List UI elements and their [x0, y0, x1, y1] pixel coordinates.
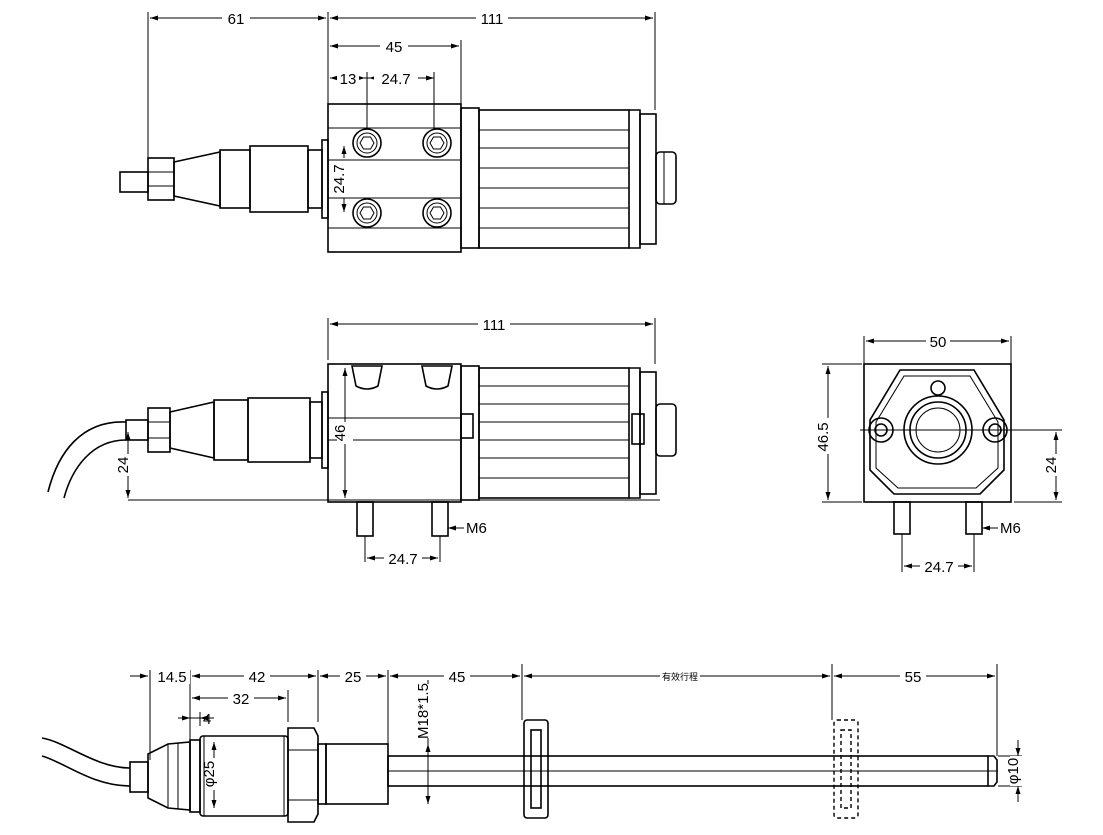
- dim-end-width: 50: [930, 334, 947, 351]
- dim-side-height: 46: [332, 425, 349, 442]
- dim-end-height: 46.5: [815, 422, 832, 451]
- dim-probe-thread: M18*1.5: [415, 683, 432, 739]
- dim-side-overall: 111: [483, 317, 506, 334]
- probe-stroke-label: 有效行程: [662, 671, 698, 682]
- dim-side-axis: 24: [115, 457, 132, 474]
- dim-probe-rod-dia: φ10: [1005, 758, 1022, 784]
- dim-probe-2: 42: [249, 669, 266, 686]
- dim-probe-3: 32: [233, 691, 250, 708]
- dim-top-cable: 61: [228, 11, 245, 28]
- probe-view: 14.5 42 32 4 25 45 有效行程 55 M18*1.5: [41, 664, 1026, 823]
- dim-probe-1: 14.5: [157, 669, 186, 686]
- dim-top-body: 45: [386, 39, 403, 56]
- top-view: 61 111 45 13 24.7 24.7: [119, 10, 677, 253]
- top-bolt-2: [422, 128, 452, 158]
- dim-probe-5: 25: [345, 669, 362, 686]
- top-bolt-1: [352, 128, 382, 158]
- top-bolt-3: [352, 198, 382, 228]
- dim-probe-7: 55: [905, 669, 922, 686]
- dim-probe-6: 45: [449, 669, 466, 686]
- dim-probe-4: 4: [203, 711, 211, 728]
- dim-probe-body-dia: φ25: [201, 761, 218, 787]
- dim-top-offset: 13: [340, 71, 357, 88]
- dim-top-overall: 111: [481, 11, 504, 28]
- side-thread-label: M6: [466, 520, 487, 537]
- top-bolt-4: [422, 198, 452, 228]
- end-view: 50 46.5 24 M6 24.7: [815, 333, 1064, 576]
- dim-top-pitch-y: 24.7: [331, 164, 348, 193]
- side-view: 111: [47, 316, 677, 568]
- dim-top-pitch-x: 24.7: [381, 71, 410, 88]
- dim-end-axis: 24: [1043, 457, 1060, 474]
- dim-end-pitch: 24.7: [924, 559, 953, 576]
- end-thread-label: M6: [1000, 520, 1021, 537]
- dim-side-pitch: 24.7: [388, 551, 417, 568]
